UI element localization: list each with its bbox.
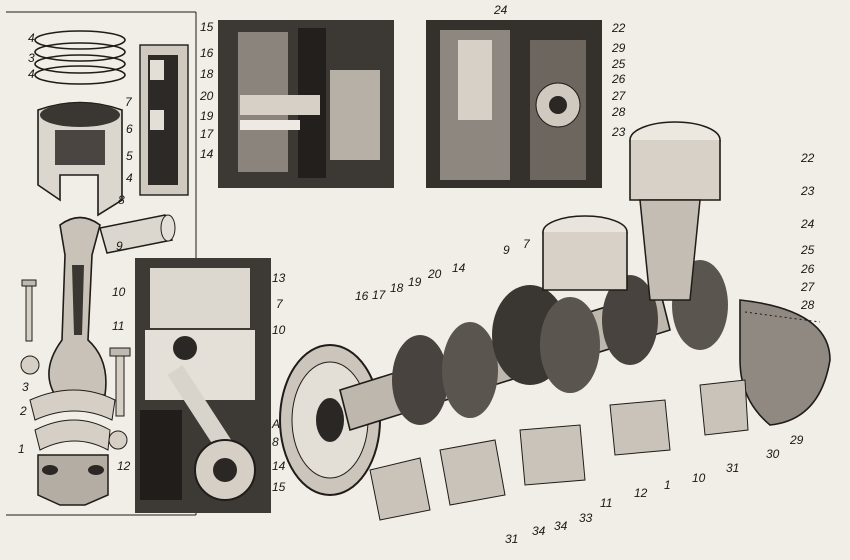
callout-4-top: 4 <box>28 31 35 45</box>
callout-A: A <box>272 417 281 431</box>
callout-26-top: 26 <box>612 72 626 86</box>
callout-1-b: 1 <box>664 478 671 492</box>
callout-14: 14 <box>452 261 466 275</box>
callout-1: 1 <box>18 442 25 456</box>
bearing-shells-and-cap <box>29 389 116 506</box>
callout-18: 18 <box>390 281 404 295</box>
callout-32: 33 <box>579 511 593 525</box>
piston-rings <box>34 30 126 85</box>
callout-23: 23 <box>801 184 815 198</box>
callout-7-b: 7 <box>276 297 283 311</box>
callout-11-b: 11 <box>600 496 613 510</box>
callout-16-top: 16 <box>200 46 214 60</box>
callout-2: 2 <box>20 404 27 418</box>
callout-5: 5 <box>126 149 133 163</box>
cylinder-section <box>139 44 189 196</box>
connecting-rod <box>48 216 107 396</box>
callout-24: 24 <box>801 217 815 231</box>
engine-section-lower <box>135 258 271 513</box>
callout-14-b: 14 <box>272 459 286 473</box>
callout-30: 30 <box>766 447 780 461</box>
callout-17-top: 17 <box>200 127 214 141</box>
callout-27-top: 27 <box>612 89 626 103</box>
callout-23-top: 23 <box>612 125 626 139</box>
piston-pin <box>99 214 176 254</box>
callout-9: 9 <box>116 239 123 253</box>
callout-19: 19 <box>408 275 422 289</box>
callout-29: 29 <box>790 433 804 447</box>
callout-19-top: 19 <box>200 109 214 123</box>
callout-29-top: 29 <box>612 41 626 55</box>
piston-assembly-right <box>542 121 721 301</box>
callout-27: 27 <box>801 280 815 294</box>
callout-15: 15 <box>272 480 286 494</box>
callout-4: 4 <box>28 67 35 81</box>
callout-22-top: 22 <box>612 21 626 35</box>
callout-22: 22 <box>801 151 815 165</box>
callout-31: 31 <box>505 532 519 546</box>
callout-8-b: 8 <box>272 435 279 449</box>
callout-13: 13 <box>272 271 286 285</box>
callout-9-b: 9 <box>503 243 510 257</box>
callout-28: 28 <box>801 298 815 312</box>
callout-8: 8 <box>118 193 125 207</box>
callout-34: 34 <box>532 524 546 538</box>
callout-6: 6 <box>126 122 133 136</box>
callout-20-top: 20 <box>200 89 214 103</box>
piston <box>37 101 123 217</box>
callout-11: 11 <box>112 319 125 333</box>
callout-28-top: 28 <box>612 105 626 119</box>
flywheel-gear <box>739 299 831 426</box>
callout-18-top: 18 <box>200 67 214 81</box>
callout-4-b: 4 <box>126 171 133 185</box>
callout-14-top: 14 <box>200 147 214 161</box>
main-bearing-caps <box>369 379 749 521</box>
callout-20: 20 <box>428 267 442 281</box>
callout-24-top: 24 <box>494 3 508 17</box>
callout-12-b: 12 <box>634 486 648 500</box>
crankshaft-front-section <box>218 20 394 188</box>
callout-10-b: 10 <box>272 323 286 337</box>
callout-7: 7 <box>125 95 132 109</box>
callout-10: 10 <box>112 285 126 299</box>
callout-3: 3 <box>28 51 35 65</box>
callout-26: 26 <box>801 262 815 276</box>
callout-10-c: 10 <box>692 471 706 485</box>
callout-15-top: 15 <box>200 20 214 34</box>
callout-3-b: 3 <box>22 380 29 394</box>
callout-7-c: 7 <box>523 237 530 251</box>
callout-33: 34 <box>554 519 568 533</box>
callout-17: 17 <box>372 288 386 302</box>
callout-31-right: 31 <box>726 461 740 475</box>
callout-12: 12 <box>117 459 131 473</box>
callout-25-top: 25 <box>612 57 626 71</box>
crankshaft-rear-section <box>426 20 602 188</box>
callout-16: 16 <box>355 289 369 303</box>
callout-25: 25 <box>801 243 815 257</box>
